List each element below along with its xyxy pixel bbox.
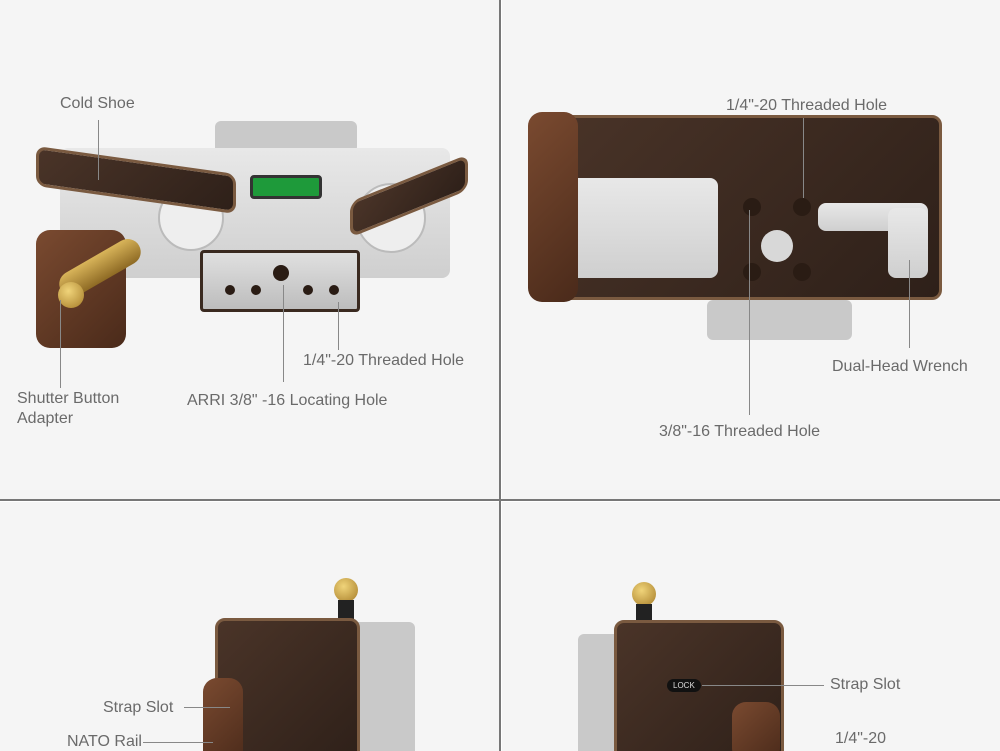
shutter-knob-stem <box>636 604 652 624</box>
label-strap-slot: Strap Slot <box>830 676 901 693</box>
panel-bottom-left: Strap Slot NATO Rail <box>0 502 499 751</box>
camera-bottom <box>707 300 852 340</box>
shutter-adapter-knob <box>58 282 84 308</box>
grip <box>732 702 780 751</box>
vertical-divider <box>499 0 501 751</box>
label-dual-head-wrench: Dual-Head Wrench <box>832 358 968 375</box>
battery-door <box>563 178 718 278</box>
hole <box>743 263 761 281</box>
grip <box>203 678 243 751</box>
label-arri-hole: ARRI 3/8" -16 Locating Hole <box>187 392 388 409</box>
hole <box>225 285 235 295</box>
cage-body <box>530 115 942 300</box>
hole <box>793 198 811 216</box>
leader-line <box>749 210 750 415</box>
hole <box>793 263 811 281</box>
hole <box>743 198 761 216</box>
leader-line <box>184 707 230 708</box>
label-38-threaded-hole: 3/8"-16 Threaded Hole <box>659 423 821 440</box>
base-plate <box>200 250 360 312</box>
leader-line <box>803 118 804 198</box>
leader-line <box>283 285 284 382</box>
leader-line <box>143 742 213 743</box>
grip <box>528 112 578 302</box>
shutter-knob <box>632 582 656 606</box>
label-threaded-hole: 1/4"-20 Threaded Hole <box>303 352 465 369</box>
hole <box>329 285 339 295</box>
shutter-knob-stem <box>338 600 354 622</box>
spirit-level <box>250 175 322 199</box>
leader-line <box>98 120 99 180</box>
label-strap-slot: Strap Slot <box>103 699 174 716</box>
wrench-head <box>888 208 928 278</box>
shutter-knob <box>334 578 358 602</box>
hole <box>273 265 289 281</box>
hole <box>303 285 313 295</box>
camera-viewfinder <box>215 121 357 153</box>
panel-top-right: 1/4"-20 Threaded Hole Dual-Head Wrench 3… <box>502 0 1000 499</box>
label-threaded-hole: 1/4"-20 Threaded Hole <box>726 97 888 114</box>
leader-line <box>338 302 339 350</box>
leader-line <box>909 260 910 348</box>
horizontal-divider <box>0 499 1000 501</box>
label-nato-rail: NATO Rail <box>67 733 142 750</box>
label-shutter-button: Shutter Button <box>17 390 120 407</box>
panel-top-left: Cold Shoe 1/4"-20 Threaded Hole Shutter … <box>0 0 499 499</box>
lock-label: LOCK <box>667 679 701 692</box>
threaded-hole-38 <box>761 230 793 262</box>
label-shutter-adapter: Adapter <box>17 410 74 427</box>
leader-line <box>702 685 824 686</box>
label-threaded-hole-partial: 1/4"-20 <box>835 730 887 747</box>
panel-bottom-right: LOCK Strap Slot 1/4"-20 <box>502 502 1000 751</box>
label-cold-shoe: Cold Shoe <box>60 95 135 112</box>
leader-line <box>60 300 61 388</box>
hole <box>251 285 261 295</box>
